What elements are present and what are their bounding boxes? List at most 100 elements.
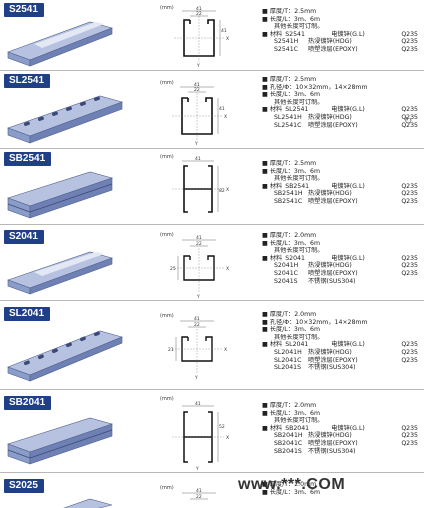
svg-text:(mm): (mm): [160, 232, 174, 238]
rotate-icon: ↻: [404, 116, 413, 127]
spec-line: ■ 厚度/T：2.5mm: [262, 160, 317, 167]
spec-line: ■ 孔径/Φ：10×32mm，14×28mm: [262, 318, 368, 326]
svg-text:Y: Y: [194, 375, 198, 381]
channel-photo-slotted: [7, 95, 123, 144]
product-row-s2025: S2025 (mm) 41 22 ■ 厚度/T：2.0mm■ 长度/L：3m、6…: [0, 475, 424, 508]
material-desc: 热浸镀锌(HDG): [308, 38, 352, 46]
spec-list: ■ 厚度/T：2.0mm■ 孔径/Φ：10×32mm，14×28mm■ 长度/L…: [262, 311, 422, 372]
section-drawing-sl2041: (mm) 41 22 X Y 21: [160, 313, 227, 381]
material-desc: 电镀锌(G.L): [331, 106, 365, 114]
svg-text:21: 21: [168, 347, 174, 353]
svg-text:Y: Y: [194, 141, 198, 146]
steel-grade: Q235: [401, 432, 418, 440]
material-label: ■ 材料: [262, 182, 283, 190]
steel-grade: Q235: [401, 182, 418, 190]
steel-grade: Q235: [401, 262, 418, 270]
material-desc: 电镀锌(G.L): [331, 182, 365, 190]
material-grade-row: S2041C 喷塑涂层(EPOXY) Q235: [262, 270, 422, 278]
svg-text:(mm): (mm): [160, 396, 174, 402]
material-desc: 喷塑涂层(EPOXY): [308, 197, 358, 205]
svg-text:X: X: [226, 187, 229, 193]
material-desc: 热浸镀锌(HDG): [308, 113, 352, 121]
svg-text:41: 41: [196, 235, 202, 241]
material-desc: 喷塑涂层(EPOXY): [308, 269, 358, 277]
material-code: SB2041C: [274, 439, 303, 447]
material-code: SB2541: [285, 182, 310, 190]
svg-text:X: X: [226, 36, 229, 42]
material-code: SB2541H: [274, 190, 303, 198]
section-drawing-sb2041: (mm) 41 X Y 52: [160, 396, 229, 472]
material-desc: 不锈钢(SUS304): [308, 277, 356, 285]
material-code: SL2041S: [274, 364, 302, 372]
spec-line: 其他长度可订制。: [274, 175, 324, 183]
steel-grade: Q235: [401, 190, 418, 198]
channel-photo-plain: [7, 251, 113, 295]
svg-text:25: 25: [170, 266, 176, 272]
model-tag: SB2541: [4, 152, 52, 166]
svg-text:X: X: [224, 347, 227, 353]
spec-line: 其他长度可订制。: [274, 98, 324, 106]
svg-text:(mm): (mm): [160, 485, 174, 491]
material-code: SL2541H: [274, 113, 302, 121]
steel-grade: Q235: [401, 38, 418, 46]
svg-text:(mm): (mm): [160, 154, 174, 160]
material-code: SB2041S: [274, 447, 302, 455]
steel-grade: Q235: [401, 30, 418, 38]
spec-line: ■ 长度/L：3m、6m: [262, 326, 321, 334]
material-desc: 热浸镀锌(HDG): [308, 262, 352, 270]
material-label: ■ 材料: [262, 341, 283, 349]
steel-grade: Q235: [401, 106, 418, 114]
steel-grade: Q235: [401, 121, 418, 129]
material-grade-row: SL2041S 不锈钢(SUS304): [262, 364, 422, 372]
product-row-sb2041: SB2041 (mm) 41 X Y 52 ■ 厚度/T：2.0mm■ 长度/L…: [0, 392, 424, 472]
svg-text:(mm): (mm): [160, 80, 174, 86]
svg-text:X: X: [226, 266, 229, 272]
material-label: ■ 材料: [262, 106, 283, 114]
steel-grade: Q235: [401, 269, 418, 277]
material-code: SL2541C: [274, 121, 302, 129]
svg-text:41: 41: [219, 106, 225, 112]
material-code: S2041C: [274, 269, 298, 277]
material-desc: 不锈钢(SUS304): [308, 364, 356, 372]
steel-grade: Q235: [401, 356, 418, 364]
steel-grade: Q235: [401, 254, 418, 262]
spec-list: ■ 厚度/T：2.5mm■ 孔径/Φ：10×32mm，14×28mm■ 长度/L…: [262, 76, 422, 129]
svg-text:Y: Y: [196, 63, 200, 68]
material-desc: 喷塑涂层(EPOXY): [308, 356, 358, 364]
steel-grade: Q235: [401, 348, 418, 356]
material-desc: 喷塑涂层(EPOXY): [308, 439, 358, 447]
channel-photo-plain: [7, 21, 113, 67]
svg-text:22: 22: [196, 494, 202, 500]
svg-text:X: X: [226, 435, 229, 441]
model-tag: SB2041: [4, 396, 52, 410]
material-desc: 电镀锌(G.L): [331, 254, 365, 262]
product-row-sl2041: SL2041 (mm) 41 22 X Y: [0, 303, 424, 389]
svg-text:52: 52: [219, 424, 225, 430]
model-tag: S2025: [4, 479, 44, 493]
material-code: SL2041C: [274, 356, 302, 364]
spec-line: 其他长度可订制。: [274, 417, 324, 425]
material-code: S2541: [285, 30, 305, 38]
material-code: S2541C: [274, 45, 298, 53]
product-row-s2541: S2541 (mm) 41 22 X Y 41 ■ 厚度/T：2.5mm■ 长度…: [0, 0, 424, 70]
svg-text:41: 41: [195, 401, 201, 407]
material-desc: 不锈钢(SUS304): [308, 447, 356, 455]
spec-line: ■ 长度/L：3m、6m: [262, 239, 321, 247]
material-code: SB2541C: [274, 197, 303, 205]
svg-text:22: 22: [196, 11, 202, 17]
material-code: S2041S: [274, 277, 298, 285]
spec-line: 其他长度可订制。: [274, 333, 324, 341]
unit-label: (mm): [160, 5, 174, 11]
material-desc: 喷塑涂层(EPOXY): [308, 121, 358, 129]
material-grade-row: S2041S 不锈钢(SUS304): [262, 278, 422, 286]
spec-line: ■ 长度/L：3m、6m: [262, 91, 321, 99]
